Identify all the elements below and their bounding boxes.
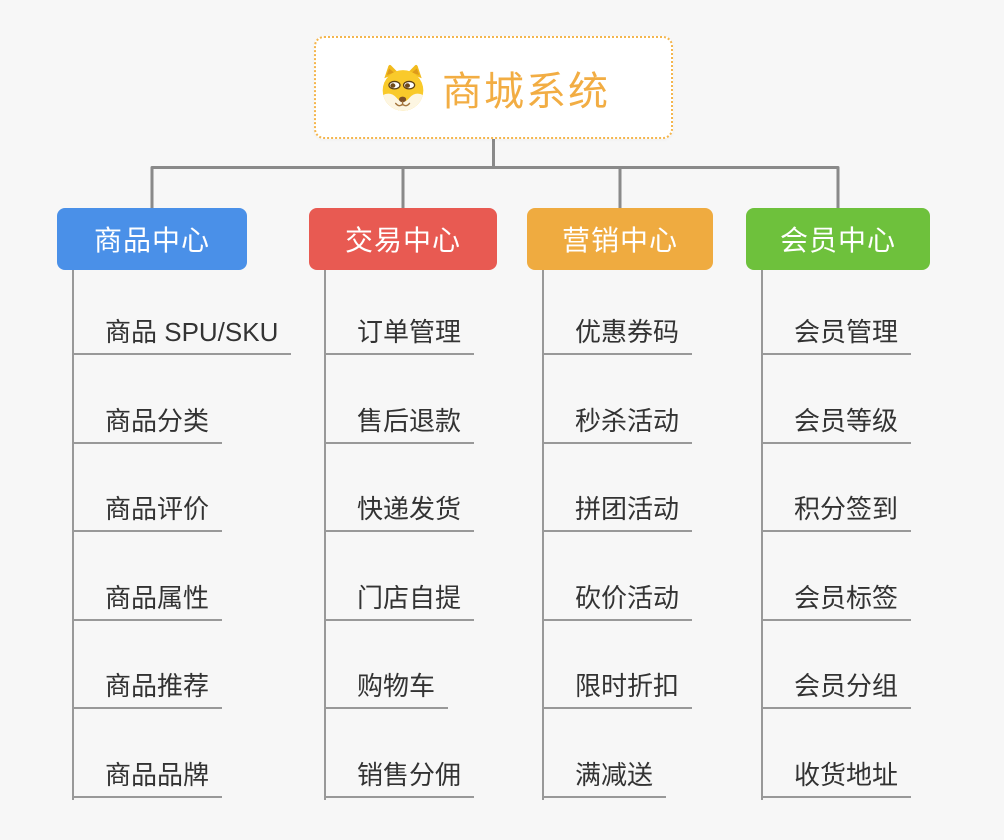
leaf-node[interactable]: 商品品牌 [72, 760, 223, 798]
branch-node-2[interactable]: 交易中心 [309, 208, 497, 270]
leaf-node[interactable]: 购物车 [324, 671, 449, 710]
branch-node-4[interactable]: 会员中心 [746, 208, 930, 270]
branch-vertical-line-2 [324, 270, 326, 800]
leaf-node[interactable]: 售后退款 [324, 406, 475, 444]
leaf-node[interactable]: 满减送 [542, 760, 667, 798]
leaf-node[interactable]: 销售分佣 [324, 760, 475, 798]
leaf-node[interactable]: 门店自提 [324, 583, 475, 621]
doge-face-icon [382, 64, 424, 111]
leaf-node[interactable]: 会员管理 [761, 317, 912, 355]
leaf-node[interactable]: 秒杀活动 [542, 406, 693, 444]
leaf-node[interactable]: 商品评价 [72, 494, 223, 533]
branch-vertical-line-3 [542, 270, 544, 800]
leaf-node[interactable]: 商品 SPU/SKU [72, 317, 292, 355]
leaf-node[interactable]: 商品推荐 [72, 671, 223, 710]
leaf-node[interactable]: 订单管理 [324, 317, 475, 355]
root-node[interactable]: 商城系统 [314, 36, 673, 139]
main-horizontal-line [150, 166, 840, 208]
leaf-node[interactable]: 砍价活动 [542, 583, 693, 621]
leaf-node[interactable]: 收货地址 [761, 760, 912, 798]
branch-node-1[interactable]: 商品中心 [57, 208, 247, 270]
leaf-node[interactable]: 商品属性 [72, 583, 223, 621]
leaf-node[interactable]: 优惠券码 [542, 317, 693, 355]
leaf-node[interactable]: 会员等级 [761, 406, 912, 444]
leaf-node[interactable]: 积分签到 [761, 494, 912, 533]
leaf-node[interactable]: 快递发货 [324, 494, 475, 533]
leaf-node[interactable]: 限时折扣 [542, 671, 693, 710]
root-title-label: 商城系统 [442, 69, 610, 114]
branch-vertical-line-4 [761, 270, 763, 800]
branch-vertical-line-1 [72, 270, 74, 800]
leaf-node[interactable]: 商品分类 [72, 406, 223, 444]
leaf-node[interactable]: 会员标签 [761, 583, 912, 621]
leaf-node[interactable]: 拼团活动 [542, 494, 693, 533]
leaf-node[interactable]: 会员分组 [761, 671, 912, 710]
branch-node-3[interactable]: 营销中心 [527, 208, 713, 270]
